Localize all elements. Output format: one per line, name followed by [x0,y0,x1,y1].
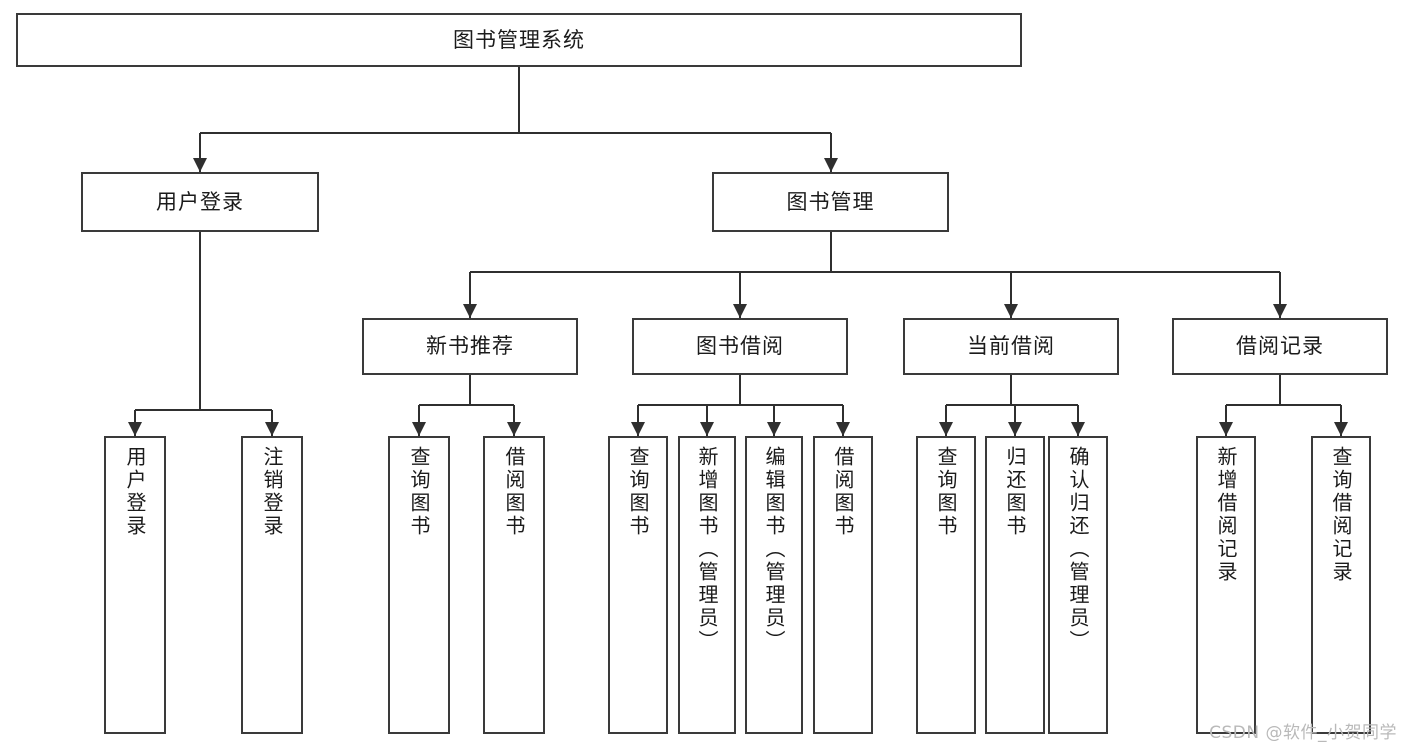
node-label: 图书管理系统 [453,27,585,52]
arrow-head-icon [507,422,521,436]
arrow-head-icon [700,422,714,436]
arrow-head-icon [265,422,279,436]
arrow-head-icon [1008,422,1022,436]
node-leaf-query-record[interactable]: 查询借阅记录 [1311,436,1371,734]
connector-line [1225,405,1227,436]
connector-line [739,375,741,405]
connector-line [706,405,708,436]
connector-line [518,67,520,133]
connector-line [829,133,832,172]
node-label: 编辑图书（管理员） [762,446,786,653]
arrow-head-icon [128,422,142,436]
arrow-head-icon [939,422,953,436]
connector-line [419,404,514,406]
connector-line [513,405,515,436]
node-leaf-borrow-book-1[interactable]: 借阅图书 [483,436,545,734]
node-leaf-query-book-2[interactable]: 查询图书 [608,436,668,734]
node-label: 注销登录 [260,446,284,538]
node-label: 新书推荐 [426,334,514,359]
node-leaf-add-record[interactable]: 新增借阅记录 [1196,436,1256,734]
arrow-head-icon [823,158,838,172]
arrow-head-icon [1004,304,1018,318]
connector-line [135,409,272,411]
node-user-login[interactable]: 用户登录 [81,172,319,232]
node-label: 查询图书 [934,446,958,538]
node-new-book-rec[interactable]: 新书推荐 [362,318,578,375]
arrow-head-icon [1219,422,1233,436]
connector-line [739,272,741,318]
node-label: 新增图书（管理员） [695,446,719,653]
node-leaf-user-login[interactable]: 用户登录 [104,436,166,734]
arrow-head-icon [733,304,747,318]
node-label: 借阅图书 [831,446,855,538]
node-leaf-user-logout[interactable]: 注销登录 [241,436,303,734]
node-label: 图书管理 [786,189,875,214]
arrow-head-icon [1071,422,1085,436]
node-label: 新增借阅记录 [1214,446,1238,584]
connector-line [470,271,1280,273]
connector-line [945,405,947,436]
node-book-manage[interactable]: 图书管理 [712,172,949,232]
connector-line [1279,375,1281,405]
node-label: 借阅图书 [502,446,526,538]
node-label: 确认归还（管理员） [1066,446,1090,653]
connector-line [200,132,831,134]
arrow-head-icon [463,304,477,318]
node-label: 查询借阅记录 [1329,446,1353,584]
node-label: 归还图书 [1003,446,1027,538]
node-leaf-edit-book[interactable]: 编辑图书（管理员） [745,436,803,734]
watermark-text: CSDN @软件_小贺同学 [1209,723,1397,743]
node-label: 用户登录 [156,189,244,214]
node-leaf-borrow-book-2[interactable]: 借阅图书 [813,436,873,734]
connector-line [1340,405,1342,436]
node-label: 当前借阅 [967,334,1055,359]
node-leaf-return-book[interactable]: 归还图书 [985,436,1045,734]
node-leaf-confirm-return[interactable]: 确认归还（管理员） [1048,436,1108,734]
node-book-borrow[interactable]: 图书借阅 [632,318,848,375]
node-leaf-query-book-3[interactable]: 查询图书 [916,436,976,734]
connector-line [1226,404,1341,406]
node-current-borrow[interactable]: 当前借阅 [903,318,1119,375]
arrow-head-icon [836,422,850,436]
connector-line [637,405,639,436]
node-label: 用户登录 [123,446,147,538]
connector-line [946,404,1078,406]
connector-line [1010,375,1012,405]
arrow-head-icon [1334,422,1348,436]
connector-line [1279,272,1281,318]
connector-line [842,405,844,436]
node-borrow-record[interactable]: 借阅记录 [1172,318,1388,375]
node-label: 图书借阅 [696,334,784,359]
node-leaf-query-book-1[interactable]: 查询图书 [388,436,450,734]
node-label: 查询图书 [407,446,431,538]
arrow-head-icon [412,422,426,436]
node-label: 查询图书 [626,446,650,538]
arrow-head-icon [193,158,207,172]
connector-line [418,405,420,436]
node-leaf-add-book[interactable]: 新增图书（管理员） [678,436,736,734]
node-label: 借阅记录 [1236,334,1324,359]
connector-line [469,272,471,318]
connector-line [829,232,832,272]
arrow-head-icon [767,422,781,436]
arrow-head-icon [1273,304,1287,318]
connector-line [469,375,471,405]
arrow-head-icon [631,422,645,436]
connector-line [638,404,843,406]
connector-line [199,133,201,172]
connector-line [1077,405,1079,436]
connector-line [773,405,775,436]
node-root[interactable]: 图书管理系统 [16,13,1022,67]
connector-line [1010,272,1012,318]
connector-line [199,232,201,410]
connector-line [1014,405,1016,436]
